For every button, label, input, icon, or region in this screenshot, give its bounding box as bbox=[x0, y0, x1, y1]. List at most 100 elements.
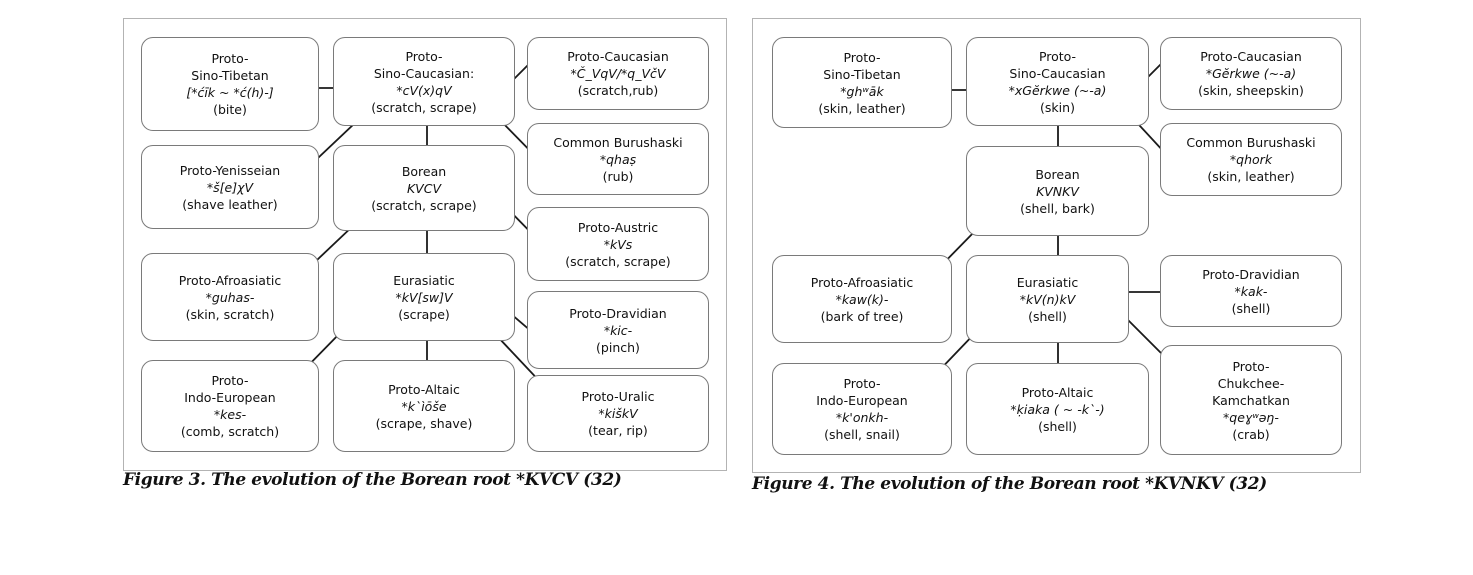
node-gloss: (shell) bbox=[1028, 308, 1067, 324]
node-name: Proto-Altaic bbox=[1021, 384, 1094, 400]
node-form: *cV(x)qV bbox=[396, 82, 452, 98]
node-gloss: (shave leather) bbox=[182, 196, 278, 212]
node-gloss: (shell, snail) bbox=[824, 427, 900, 442]
node-name-line1: Proto- bbox=[843, 376, 881, 391]
node-gloss: (scratch, scrape) bbox=[565, 253, 671, 269]
node-proto-altaic: Proto-Altaic *k`ìōše (scrape, shave) bbox=[333, 360, 515, 452]
node-form: *xGĕrkwe (~-a) bbox=[1008, 82, 1107, 98]
node-gloss: (tear, rip) bbox=[588, 423, 648, 438]
node-name: Proto-Dravidian bbox=[569, 305, 667, 321]
node-proto-sino-caucasian: Proto- Sino-Caucasian *xGĕrkwe (~-a) (sk… bbox=[966, 37, 1149, 126]
node-proto-dravidian: Proto-Dravidian *kic- (pinch) bbox=[527, 291, 709, 369]
node-proto-sino-tibetan: Proto- Sino-Tibetan [*ćīk ~ *ć(h)-] (bit… bbox=[141, 37, 319, 131]
node-gloss: (shell) bbox=[1038, 418, 1077, 434]
node-gloss: (shell, bark) bbox=[1020, 200, 1095, 216]
node-form: *kic- bbox=[603, 322, 633, 338]
node-proto-chukchee-kamchatkan: Proto- Chukchee- Kamchatkan *qeɣʷəŋ- (cr… bbox=[1160, 345, 1342, 455]
node-gloss: (scratch,rub) bbox=[577, 83, 659, 98]
node-gloss: (scrape) bbox=[398, 306, 450, 322]
node-gloss: (skin, sheepskin) bbox=[1198, 83, 1304, 98]
node-name: Proto-Afroasiatic bbox=[178, 272, 282, 288]
node-gloss: (shell) bbox=[1231, 300, 1271, 316]
node-name-line1: Proto- bbox=[211, 373, 249, 388]
node-gloss: (scrape, shave) bbox=[375, 415, 473, 431]
node-proto-austric: Proto-Austric *kVs (scratch, scrape) bbox=[527, 207, 709, 281]
node-proto-uralic: Proto-Uralic *kiškV (tear, rip) bbox=[527, 375, 709, 452]
node-proto-altaic: Proto-Altaic *ḳiaka ( ~ -k`-) (shell) bbox=[966, 363, 1149, 455]
node-gloss: (scratch, scrape) bbox=[371, 197, 477, 213]
node-name: Proto-Yenisseian bbox=[179, 162, 281, 178]
node-form: *kV[sw]V bbox=[395, 289, 453, 305]
node-name: Proto-Austric bbox=[577, 219, 659, 235]
node-name-line2: Chukchee- bbox=[1217, 375, 1285, 391]
node-gloss: (bark of tree) bbox=[820, 308, 904, 324]
figure-4-caption: Figure 4. The evolution of the Borean ro… bbox=[752, 474, 1267, 494]
node-form: *š[e]χV bbox=[206, 179, 254, 195]
node-form: *Gĕrkwe (~-a) bbox=[1205, 66, 1297, 81]
node-gloss: (bite) bbox=[213, 102, 247, 117]
node-name-line1: Proto- bbox=[1232, 358, 1270, 374]
node-name: Common Burushaski bbox=[1186, 135, 1316, 150]
node-form: [*ćīk ~ *ć(h)-] bbox=[186, 85, 274, 100]
node-proto-sino-tibetan: Proto- Sino-Tibetan *ghʷāk (skin, leathe… bbox=[772, 37, 952, 128]
node-name: Borean bbox=[1035, 166, 1080, 182]
node-proto-indo-european: Proto- Indo-European *kes- (comb, scratc… bbox=[141, 360, 319, 452]
node-borean: Borean KVNKV (shell, bark) bbox=[966, 146, 1149, 236]
node-name-line2: Sino-Caucasian: bbox=[373, 65, 475, 81]
node-proto-indo-european: Proto- Indo-European *k'onkh- (shell, sn… bbox=[772, 363, 952, 455]
figure-3-caption: Figure 3. The evolution of the Borean ro… bbox=[123, 470, 622, 490]
node-name: Proto-Altaic bbox=[388, 381, 460, 397]
node-proto-afroasiatic: Proto-Afroasiatic *kaw(k)- (bark of tree… bbox=[772, 255, 952, 343]
node-name: Borean bbox=[401, 163, 447, 179]
node-form: *ḳiaka ( ~ -k`-) bbox=[1010, 401, 1105, 417]
node-name-line1: Proto- bbox=[1038, 48, 1077, 64]
node-name-line2: Sino-Caucasian bbox=[1009, 65, 1106, 81]
node-name-line2: Sino-Tibetan bbox=[823, 66, 901, 82]
node-name: Common Burushaski bbox=[553, 134, 683, 150]
node-gloss: (skin, leather) bbox=[818, 100, 906, 116]
node-name: Proto-Caucasian bbox=[1200, 49, 1302, 64]
node-name-line2: Indo-European bbox=[184, 390, 276, 405]
node-form: *qhaṣ bbox=[599, 151, 637, 167]
node-form: *Č_VqV/*q_VčV bbox=[570, 66, 666, 81]
node-proto-caucasian: Proto-Caucasian *Gĕrkwe (~-a) (skin, she… bbox=[1160, 37, 1342, 110]
node-form: *k`ìōše bbox=[401, 398, 447, 414]
node-name-line1: Proto- bbox=[405, 48, 443, 64]
node-proto-afroasiatic: Proto-Afroasiatic *guhas- (skin, scratch… bbox=[141, 253, 319, 341]
node-form: *guhas- bbox=[205, 289, 255, 305]
node-name: Proto-Afroasiatic bbox=[810, 274, 914, 290]
node-name: Eurasiatic bbox=[393, 272, 455, 288]
node-form: *kes- bbox=[213, 407, 247, 422]
node-proto-sino-caucasian: Proto- Sino-Caucasian: *cV(x)qV (scratch… bbox=[333, 37, 515, 126]
node-form: KVNKV bbox=[1036, 183, 1079, 199]
node-name: Eurasiatic bbox=[1016, 274, 1079, 290]
node-gloss: (crab) bbox=[1232, 426, 1270, 442]
node-gloss: (comb, scratch) bbox=[180, 424, 280, 439]
node-form: *kVs bbox=[603, 236, 633, 252]
node-form: *kaw(k)- bbox=[835, 291, 889, 307]
node-proto-yenisseian: Proto-Yenisseian *š[e]χV (shave leather) bbox=[141, 145, 319, 229]
node-gloss: (skin, scratch) bbox=[185, 306, 275, 322]
node-proto-caucasian: Proto-Caucasian *Č_VqV/*q_VčV (scratch,r… bbox=[527, 37, 709, 110]
node-form: *ghʷāk bbox=[840, 83, 884, 99]
node-gloss: (scratch, scrape) bbox=[371, 99, 477, 115]
node-form: *qeɣʷəŋ- bbox=[1223, 409, 1279, 425]
node-common-burushaski: Common Burushaski *qhaṣ (rub) bbox=[527, 123, 709, 195]
node-form: KVCV bbox=[406, 180, 442, 196]
node-name: Proto-Uralic bbox=[581, 389, 655, 404]
node-gloss: (pinch) bbox=[596, 339, 640, 355]
node-name-line1: Proto- bbox=[211, 51, 249, 66]
node-form: *kak- bbox=[1234, 283, 1268, 299]
node-name-line1: Proto- bbox=[843, 49, 881, 65]
node-proto-dravidian: Proto-Dravidian *kak- (shell) bbox=[1160, 255, 1342, 327]
node-eurasiatic: Eurasiatic *kV(n)kV (shell) bbox=[966, 255, 1129, 343]
node-form: *kV(n)kV bbox=[1019, 291, 1076, 307]
node-form: *k'onkh- bbox=[835, 410, 889, 425]
node-form: *kiškV bbox=[598, 406, 638, 421]
node-gloss: (skin, leather) bbox=[1207, 169, 1295, 184]
node-common-burushaski: Common Burushaski *qhork (skin, leather) bbox=[1160, 123, 1342, 196]
node-eurasiatic: Eurasiatic *kV[sw]V (scrape) bbox=[333, 253, 515, 341]
node-form: *qhork bbox=[1229, 152, 1273, 167]
node-name: Proto-Dravidian bbox=[1202, 266, 1300, 282]
node-name-line2: Sino-Tibetan bbox=[191, 68, 269, 83]
